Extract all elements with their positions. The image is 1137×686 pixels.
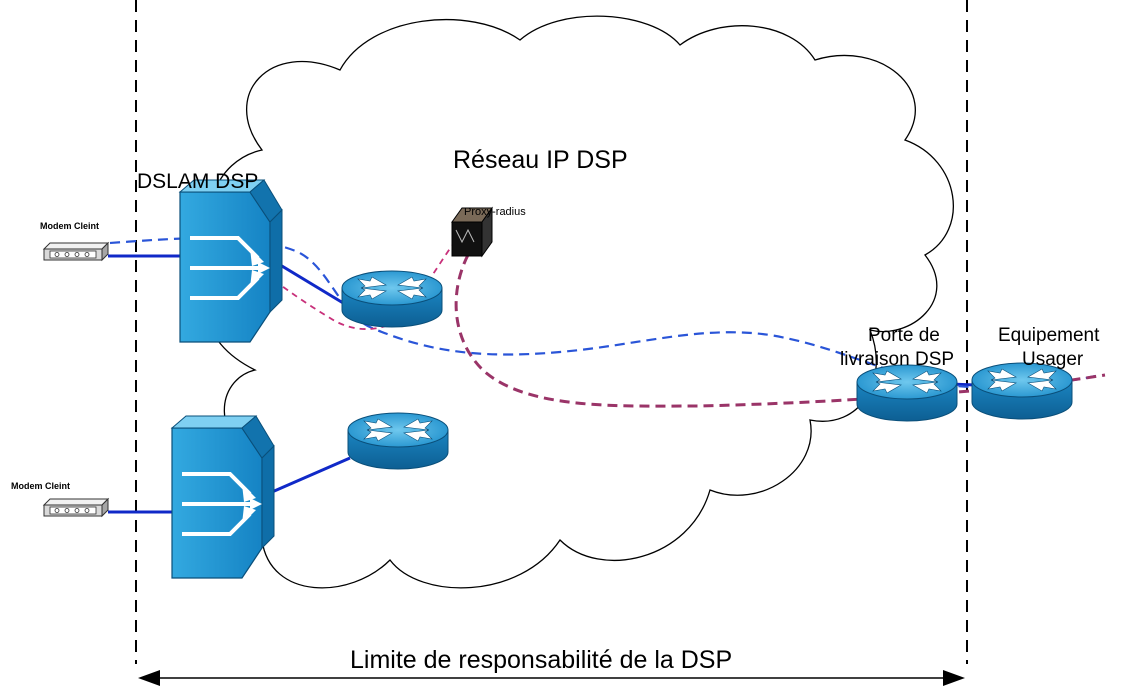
limit-label: Limite de responsabilité de la DSP: [350, 646, 732, 674]
porte-livraison-label-line1: Porte de: [868, 325, 940, 346]
dashed-path-magenta: [247, 231, 463, 330]
router-icon: [347, 412, 449, 470]
modem-icon: [43, 498, 109, 517]
modem-label-top: Modem Cleint: [40, 221, 99, 231]
router-icon: [856, 364, 958, 422]
modem-icon: [43, 242, 109, 261]
cloud-network: [206, 15, 954, 589]
server-icon: [451, 206, 493, 258]
dslam-icon: [178, 178, 284, 344]
modem-label-bottom: Modem Cleint: [11, 481, 70, 491]
router-icon: [341, 270, 443, 328]
equipement-label-line2: Usager: [1022, 349, 1084, 370]
porte-livraison-label-line2: livraison DSP: [840, 349, 954, 370]
dslam-label: DSLAM DSP: [137, 170, 258, 193]
limit-arrow-icon: [138, 670, 965, 686]
dslam-icon: [170, 414, 276, 580]
proxy-radius-label: Proxy-radius: [464, 206, 526, 218]
equipement-label-line1: Equipement: [998, 325, 1100, 346]
cloud-title: Réseau IP DSP: [453, 146, 628, 174]
router-icon: [971, 362, 1073, 420]
